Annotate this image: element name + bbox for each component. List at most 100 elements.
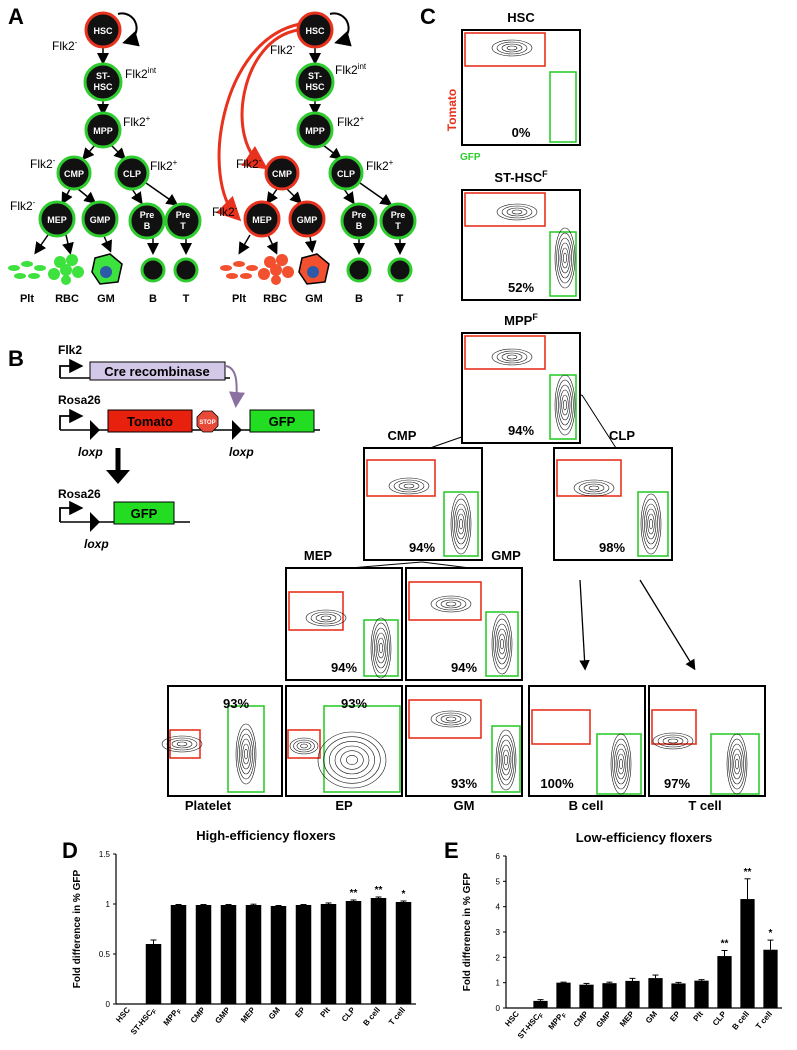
svg-text:CLP: CLP [123,169,141,179]
svg-text:STOP: STOP [199,420,215,426]
x-tick-label: GM [267,1005,282,1021]
x-tick-label: GMP [213,1005,232,1025]
svg-text:Flk2int: Flk2int [335,62,367,77]
flow-plot-clp: 98%CLP [553,428,673,561]
bar [717,956,732,1008]
svg-text:B: B [144,221,151,231]
gfp-gate [549,231,577,297]
significance-mark: * [402,889,406,900]
flow-title: Platelet [185,798,232,813]
svg-text:Plt: Plt [232,293,246,305]
tomato-box [107,409,193,433]
gfp-gate [637,491,669,557]
tomato-gate [169,729,201,759]
flow-plot-mpp: 94% MPPF [461,312,581,444]
rbc-green [48,254,84,285]
node-st-hsc-r [295,62,335,102]
gfp-gate [443,491,479,557]
svg-text:GFP: GFP [131,506,158,521]
panel-a-tree-right: HSC ST- HSC MPP CMP CLP MEP GMP Pre B Pr… [212,11,417,305]
t-cell-green [173,257,199,283]
panel-c-flow: Tomato GFP 0%HSC52%ST-HSCF94%MPPF94%CMP9… [161,10,766,813]
svg-text:GFP: GFP [269,414,296,429]
x-tick-label: EP [668,1009,682,1023]
svg-text:MPP: MPP [93,126,113,136]
tomato-gate [288,591,344,631]
x-tick-label: GM [644,1009,659,1025]
bar [533,1000,548,1008]
gfp-box-recombined [113,501,175,525]
svg-text:Flk2+: Flk2+ [150,158,178,173]
y-tick-label: 0.5 [99,950,111,959]
tomato-gate [408,581,482,621]
flow-plot-tcell: 97%T cell [648,685,766,813]
svg-text:CLP: CLP [337,169,355,179]
y-axis-label: Fold difference in % GFP [462,873,473,992]
x-tick-label: T cell [754,1010,774,1031]
b-cell-green [140,257,166,283]
gfp-percent: 94% [451,660,477,675]
flow-plot-hsc: 0%HSC [461,10,581,146]
flow-title: T cell [688,798,721,813]
svg-text:Pre: Pre [352,210,367,220]
x-tick-label: B cell [361,1006,382,1028]
gfp-percent: 93% [451,776,477,791]
gfp-gate [710,733,760,795]
panel-label-c: C [420,4,436,29]
x-tick-label: MPPF [547,1009,569,1032]
x-tick-label: HSC [114,1005,132,1024]
bar [740,899,755,1008]
flow-title: GMP [491,548,521,563]
x-tick-label: T cell [387,1006,407,1027]
bar [345,901,362,1004]
bar [648,978,663,1008]
flow-title: GM [454,798,475,813]
svg-text:T: T [397,293,404,305]
gfp-gate [491,725,521,793]
gfp-box [249,409,315,433]
bar [295,905,312,1004]
node-pre-t [164,202,202,240]
chart-title: High-efficiency floxers [196,828,335,843]
flow-title: MPPF [504,312,538,328]
gfp-percent: 94% [508,423,534,438]
flow-plot-ep: 93%EP [285,685,403,813]
chart-title: Low-efficiency floxers [576,830,713,845]
svg-text:GM: GM [97,293,115,305]
svg-text:GFP: GFP [460,152,481,163]
node-mep [38,200,76,238]
x-tick-label: Plt [692,1009,706,1023]
y-tick-label: 1 [496,979,501,988]
flow-frame [285,567,403,681]
gfp-percent: 93% [341,696,367,711]
flow-title: CLP [609,428,635,443]
y-tick-label: 1 [106,900,111,909]
bar [370,898,387,1004]
svg-text:MPP: MPP [305,126,325,136]
svg-text:GMP: GMP [90,215,111,225]
svg-text:HSC: HSC [305,26,325,36]
flow-title: CMP [388,428,417,443]
svg-text:GM: GM [305,293,323,305]
node-gmp-r [288,200,326,238]
gfp-percent: 94% [409,540,435,555]
svg-text:GMP: GMP [297,215,318,225]
node-hsc-r [296,11,334,49]
significance-mark: ** [350,888,358,899]
svg-text:Flk2int: Flk2int [125,66,157,81]
svg-text:Flk2+: Flk2+ [366,158,394,173]
bar [602,983,617,1008]
y-axis-label: Fold difference in % GFP [72,870,83,989]
flow-title: B cell [569,798,604,813]
svg-text:Rosa26: Rosa26 [58,487,101,501]
svg-text:T: T [180,221,186,231]
significance-mark: ** [721,938,729,949]
gfp-percent: 100% [540,776,574,791]
flow-plot-gm: 93% GM [405,685,523,813]
x-tick-label: CLP [340,1005,358,1024]
gfp-percent: 94% [331,660,357,675]
svg-text:MEP: MEP [47,215,67,225]
svg-text:loxp: loxp [84,537,109,551]
